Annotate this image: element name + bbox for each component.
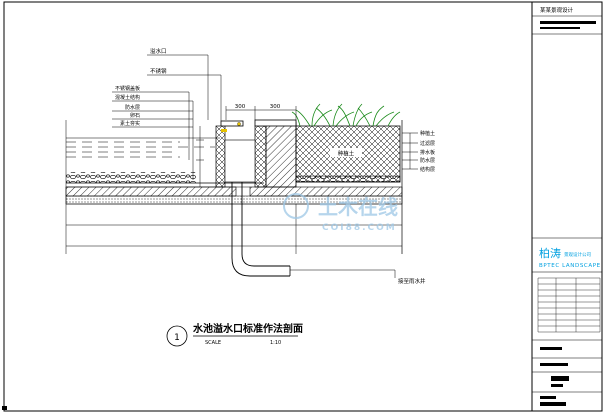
- watermark-brand: 土木在线: [318, 195, 398, 219]
- stainless-grate: [220, 120, 244, 127]
- pool-slab: [65, 186, 237, 197]
- grate-accent: [237, 122, 241, 126]
- planter-drain-layer: [295, 175, 401, 183]
- drawing-frame: [3, 1, 603, 412]
- left-callout-5: 素土夯实: [120, 120, 140, 127]
- detail-number-bubble: [166, 325, 188, 347]
- overflow-wall-right: [254, 125, 267, 188]
- company-en-name: BPTEC LANDSCAPE: [539, 263, 601, 269]
- section-drawing: 种植土 300 300: [65, 47, 435, 285]
- left-callout-3: 防水层: [125, 104, 140, 111]
- company-cn-name: 柏涛: [539, 246, 561, 260]
- shrub-group: [291, 103, 401, 127]
- pebble-layer: [66, 172, 196, 183]
- grate-accent-2: [221, 129, 227, 132]
- right-callout-1: 种植土: [420, 130, 435, 137]
- right-callout-3: 排水板: [420, 149, 435, 156]
- dimension-2: 300: [270, 104, 281, 110]
- drain-pipe: [231, 182, 290, 277]
- scale-label: SCALE: [205, 340, 221, 346]
- company-cn-sub: 景观设计公司: [564, 251, 591, 258]
- bottom-callout: 接至雨水井: [398, 277, 426, 285]
- detail-number: 1: [174, 333, 180, 343]
- watermark-logo-icon: [283, 193, 309, 219]
- detail-title-text: 水池溢水口标准作法剖面: [192, 322, 303, 335]
- right-callout-5: 结构层: [420, 166, 435, 173]
- right-callout-4: 防水层: [420, 157, 435, 164]
- title-block: 某某景观设计 柏涛 景观设计公司 BPTEC LANDSCAPE: [532, 6, 602, 406]
- scale-value: 1:10: [270, 340, 281, 346]
- watermark: 土木在线 COI88.COM: [283, 193, 398, 233]
- left-callout-1: 不锈钢盖板: [115, 85, 140, 92]
- planting-label: 种植土: [338, 150, 355, 158]
- left-callout-2: 混凝土结构: [115, 94, 140, 101]
- planter-wall: [265, 121, 297, 188]
- dimension-1: 300: [235, 104, 246, 110]
- watermark-site: COI88.COM: [322, 223, 397, 233]
- wall-cap: [254, 119, 297, 127]
- title-block-top-text: 某某景观设计: [540, 6, 574, 14]
- left-callout-4: 卵石: [130, 112, 140, 119]
- detail-title: 1 水池溢水口标准作法剖面 SCALE 1:10: [166, 322, 303, 347]
- right-callout-2: 过滤层: [420, 140, 435, 147]
- overflow-wall-left: [215, 125, 226, 188]
- corner-mark: [2, 406, 7, 410]
- overflow-basin: [224, 139, 256, 183]
- planting-label-bg: [330, 148, 362, 157]
- top-callout-2: 不锈钢: [150, 67, 167, 75]
- top-callout-1: 溢水口: [150, 47, 167, 55]
